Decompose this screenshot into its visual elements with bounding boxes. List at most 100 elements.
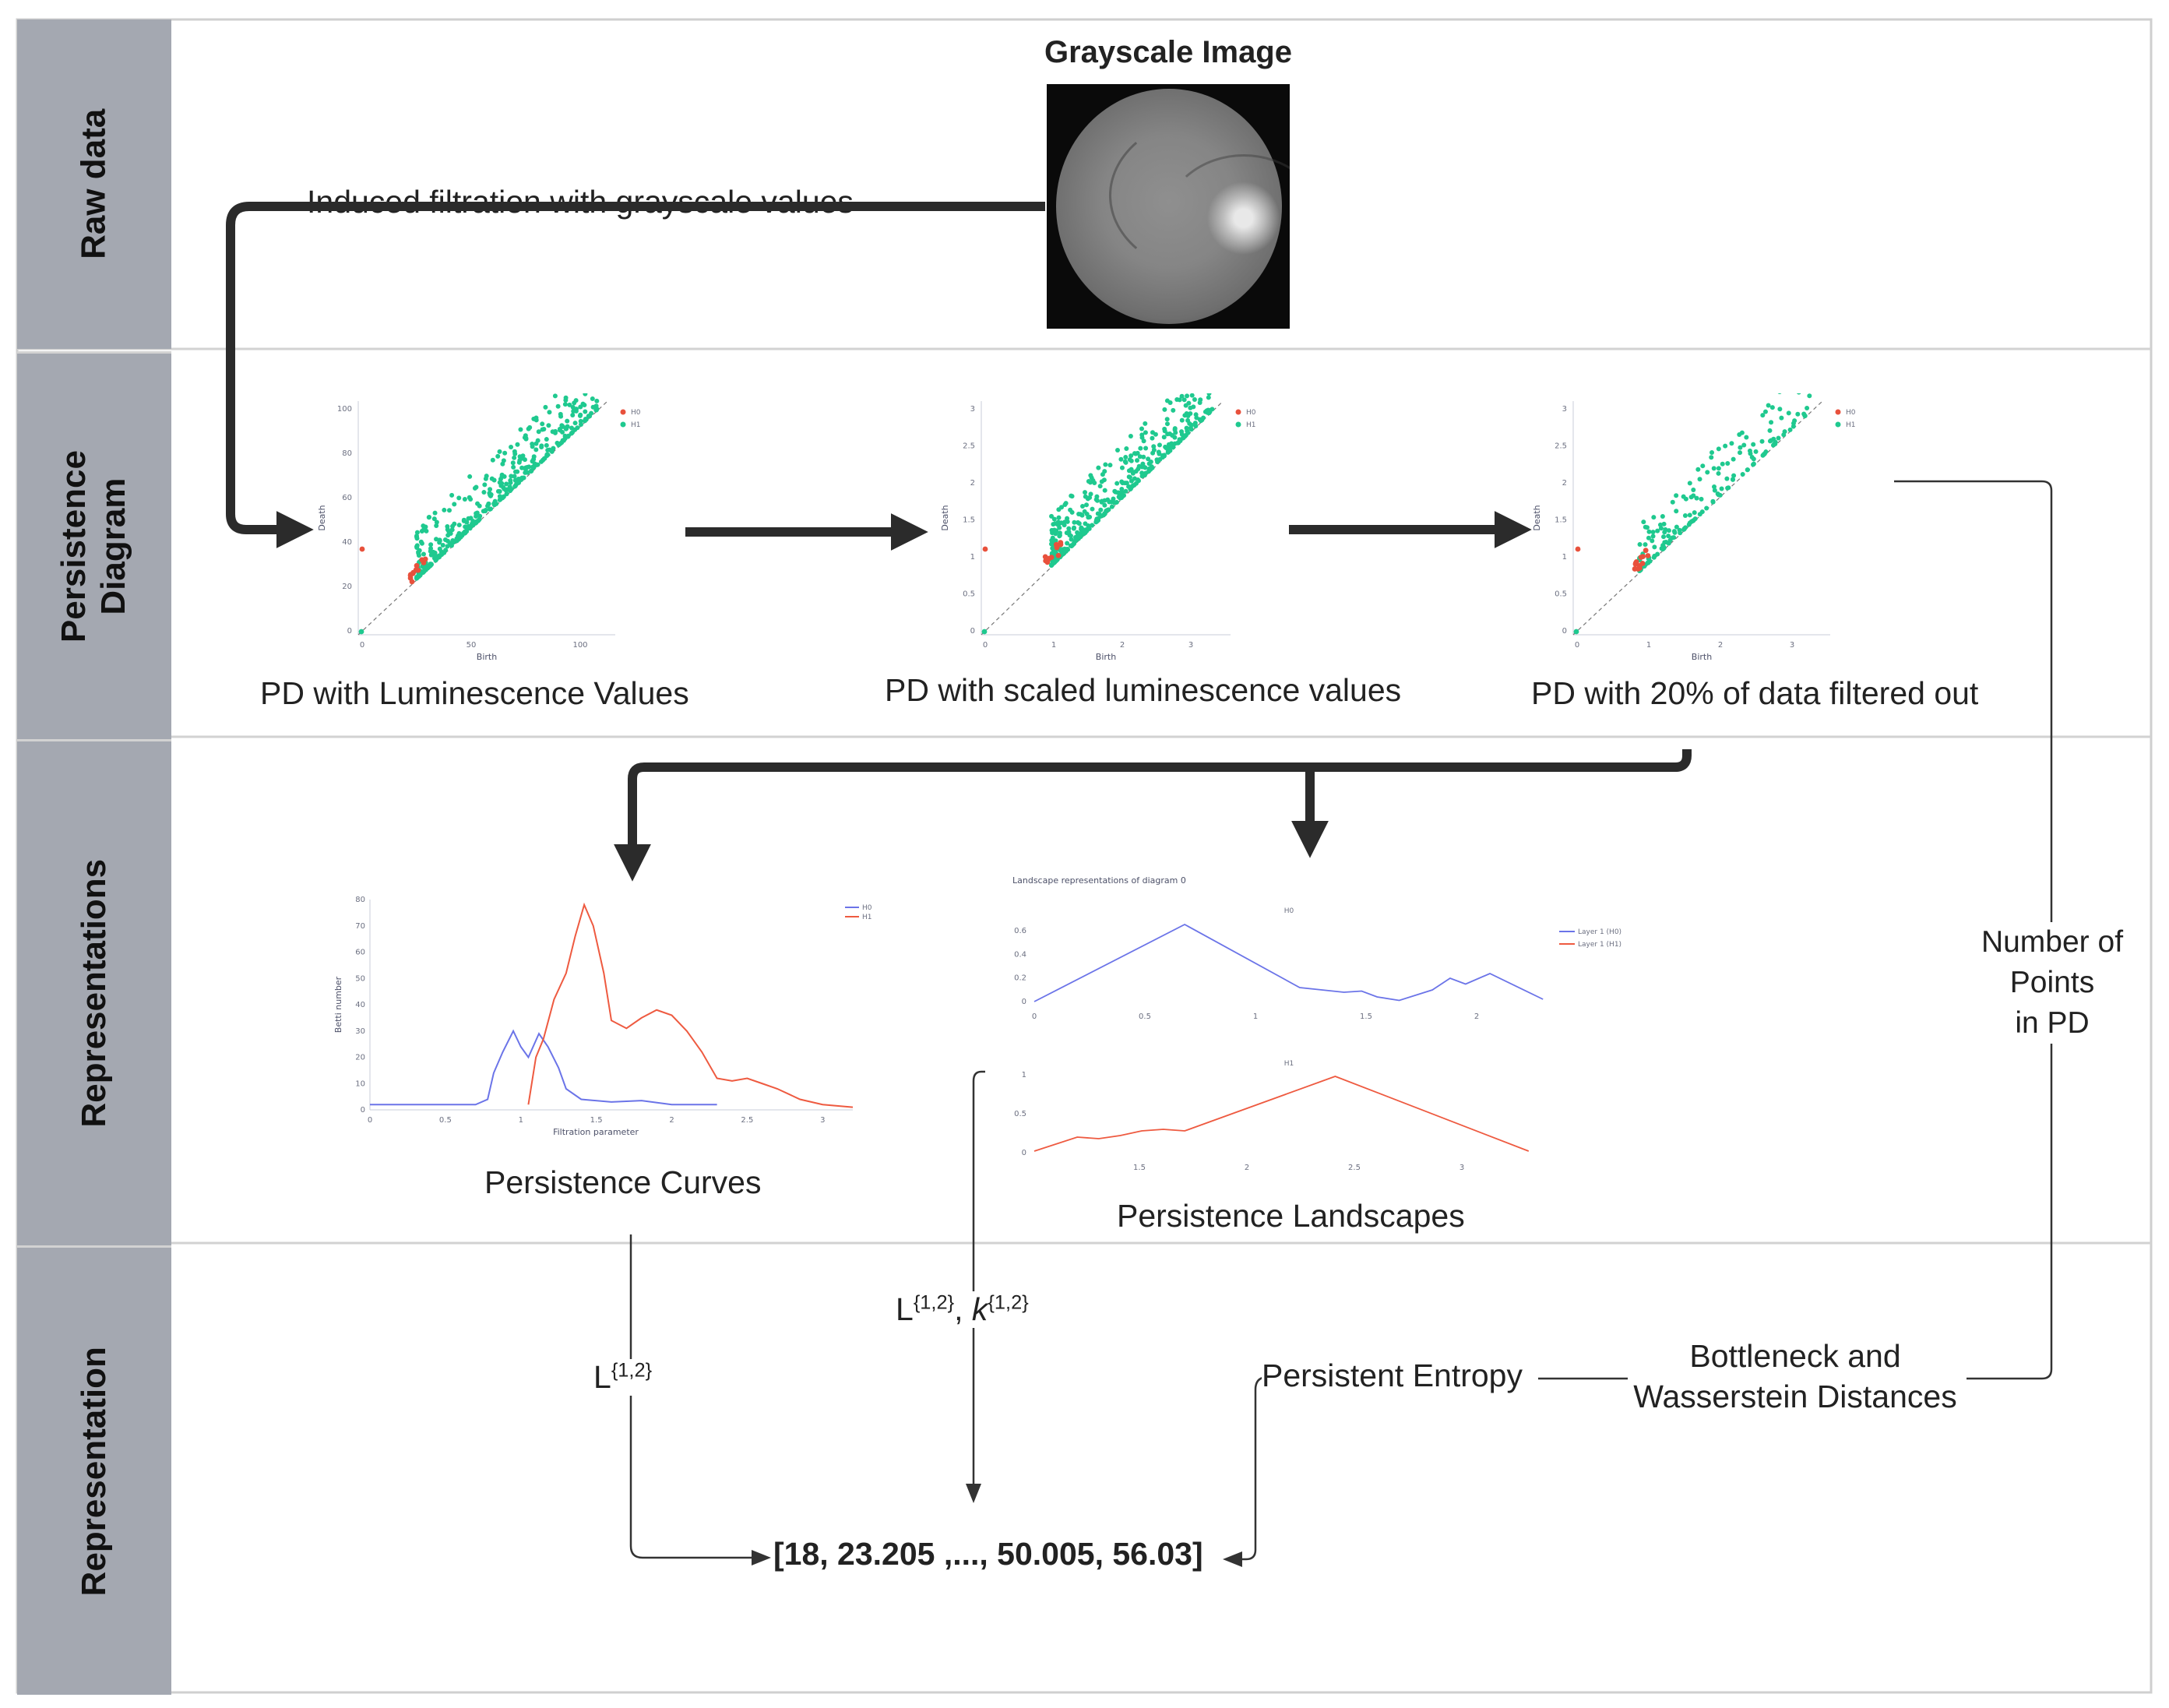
- h1-point: [1777, 407, 1783, 412]
- h1-point: [1691, 493, 1696, 498]
- y-tick-label: 0.5: [963, 590, 975, 599]
- h1-point: [563, 426, 569, 431]
- h1-point: [533, 441, 539, 446]
- h1-point: [1748, 451, 1753, 456]
- h1-point: [1660, 514, 1665, 519]
- h1-point: [428, 548, 433, 554]
- y-tick-label: 80: [355, 896, 365, 904]
- x-axis-label: Birth: [1096, 652, 1116, 662]
- h1-point: [1661, 545, 1667, 551]
- fundus-vessel: [1109, 115, 1290, 276]
- h1-point: [981, 629, 988, 635]
- h1-point: [1082, 509, 1087, 514]
- h0-curve: [370, 1029, 717, 1106]
- h1-point: [1641, 519, 1646, 525]
- number-of-points-label: Number of Points in PD: [1970, 922, 2134, 1044]
- h1-point: [434, 523, 439, 528]
- legend-h0-label: Layer 1 (H0): [1578, 928, 1621, 936]
- legend-h1-label: H1: [1246, 421, 1256, 429]
- h0-point: [419, 557, 425, 563]
- h1-point: [1650, 530, 1656, 535]
- h1-point: [1709, 449, 1715, 455]
- h1-point: [1103, 462, 1108, 467]
- h1-point: [1107, 463, 1113, 468]
- x-tick-label: 1: [1051, 641, 1056, 650]
- h1-point: [1167, 448, 1173, 453]
- h1-point: [1071, 541, 1076, 547]
- y-axis-label: Death: [940, 505, 950, 530]
- h1-point: [358, 629, 364, 635]
- legend-h0-label: H0: [631, 409, 641, 417]
- h1-point: [446, 508, 452, 513]
- h1-point: [1767, 428, 1773, 433]
- point-cloud: [981, 393, 1215, 635]
- y-tick-label: 3: [970, 405, 975, 414]
- h1-point: [540, 421, 545, 427]
- x-tick-label: 0: [1575, 641, 1579, 650]
- h1-point: [1049, 513, 1055, 519]
- h1-point: [1164, 398, 1170, 403]
- x-tick-label: 3: [1188, 641, 1193, 650]
- h1-point: [1083, 494, 1088, 499]
- h1-point: [1094, 519, 1100, 524]
- h1-point: [1637, 542, 1643, 548]
- h1-point: [1688, 519, 1694, 524]
- h1-point: [1767, 438, 1773, 444]
- h1-point: [512, 455, 517, 460]
- legend-h0-label: H0: [1846, 409, 1856, 417]
- h1-point: [1692, 510, 1697, 516]
- h1-point: [1725, 485, 1731, 491]
- h1-point: [1129, 453, 1134, 459]
- h1-point: [544, 442, 549, 448]
- diagonal: [357, 400, 608, 636]
- y-axis-label: Betti number: [333, 976, 343, 1033]
- h1-point: [1139, 470, 1145, 476]
- h1-point: [450, 540, 456, 545]
- h1-point: [1716, 446, 1721, 452]
- h1-point: [1184, 425, 1189, 431]
- h1-point: [1205, 410, 1210, 415]
- h1-point: [1161, 435, 1167, 440]
- h1-point: [1192, 397, 1197, 403]
- h1-point: [1738, 450, 1743, 456]
- h0-point: [409, 579, 415, 585]
- h1-point: [1076, 521, 1082, 526]
- h1-point: [1056, 515, 1062, 520]
- legend-h1-marker: [620, 421, 626, 428]
- h1-point: [488, 487, 493, 492]
- h1-point: [1206, 393, 1212, 396]
- h1-point: [1167, 431, 1173, 437]
- h1-point: [512, 484, 518, 489]
- h1-point: [1201, 415, 1206, 421]
- h1-point: [583, 393, 588, 396]
- h1-point: [562, 433, 568, 438]
- h1-point: [1177, 397, 1182, 403]
- h1-point: [1662, 540, 1667, 545]
- h0-y-tick-label: 0.6: [1014, 927, 1026, 935]
- pd-filtered-caption: PD with 20% of data filtered out: [1531, 675, 1979, 711]
- h1-point: [418, 539, 424, 544]
- band-raw-data: Raw data: [17, 19, 171, 349]
- h1-point: [1738, 445, 1743, 450]
- h1-point: [1723, 443, 1728, 449]
- h1-point: [428, 552, 434, 558]
- h1-point: [1066, 526, 1072, 531]
- h1-point: [1741, 442, 1747, 448]
- h0-point: [415, 567, 421, 573]
- h0-point: [414, 562, 420, 569]
- h1-point: [421, 551, 426, 557]
- h1-point: [432, 550, 438, 555]
- y-tick-label: 0: [361, 1106, 365, 1115]
- h1-point: [1164, 421, 1170, 427]
- h0-point: [410, 569, 417, 576]
- h1-point: [1143, 465, 1148, 470]
- h1-point: [565, 433, 571, 438]
- h1-point: [1102, 512, 1107, 517]
- h1-point: [1179, 393, 1185, 399]
- h1-point: [456, 523, 462, 528]
- h1-point: [1694, 495, 1699, 501]
- h1-point: [523, 433, 528, 438]
